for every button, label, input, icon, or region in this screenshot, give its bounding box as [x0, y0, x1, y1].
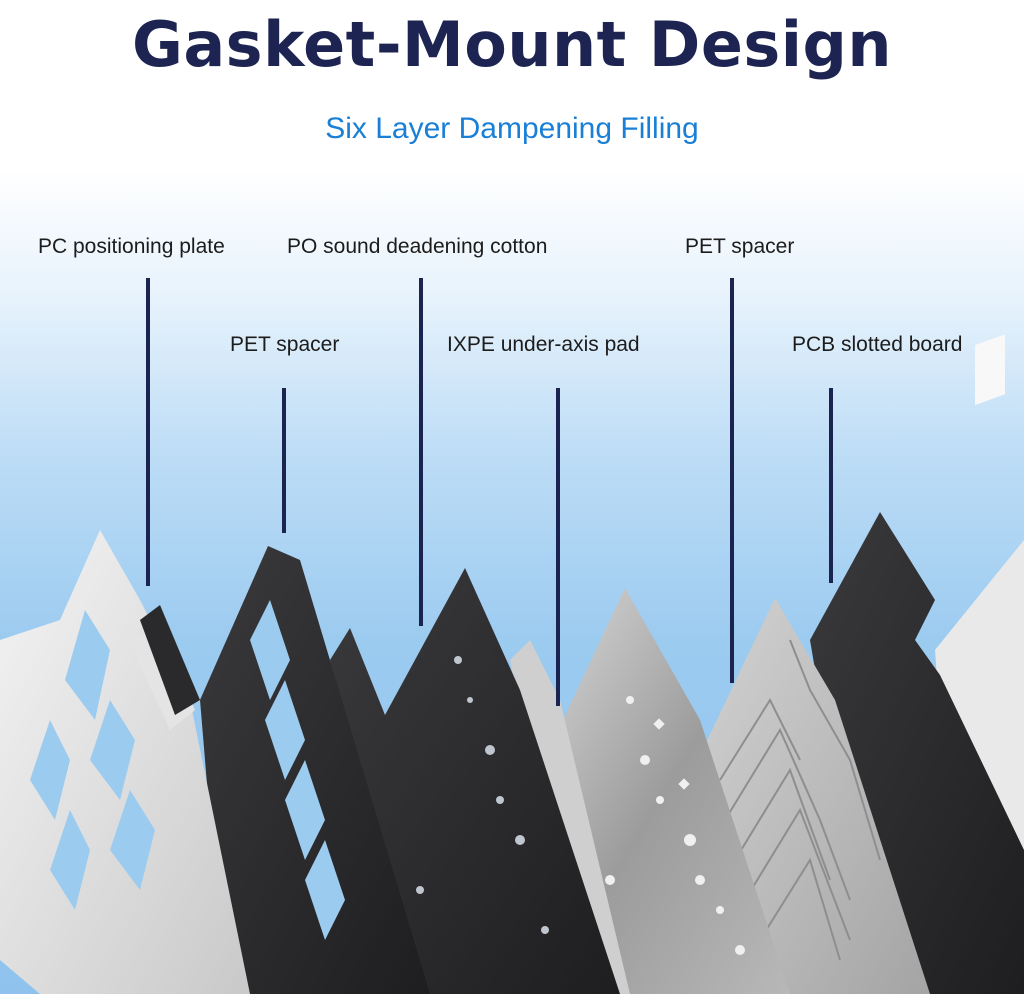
- leader-line-pet-spacer-1: [282, 388, 286, 533]
- cotton-holes: [416, 656, 549, 934]
- leader-line-pc-positioning-plate: [146, 278, 150, 586]
- label-pet-spacer-1: PET spacer: [230, 333, 340, 356]
- cotton-edge: [510, 640, 630, 994]
- label-pcb-slotted-board: PCB slotted board: [792, 333, 963, 356]
- label-pc-positioning-plate: PC positioning plate: [38, 235, 225, 258]
- pet-spacer-1-cutouts: [250, 600, 345, 940]
- page-subtitle: Six Layer Dampening Filling: [325, 112, 699, 145]
- leader-line-pcb-slotted-board: [829, 388, 833, 583]
- pc-plate-cutouts: [30, 610, 155, 910]
- page-title: Gasket-Mount Design: [131, 8, 893, 81]
- po-sound-deadening-cotton-plate: [330, 568, 620, 994]
- dark-bracket: [140, 605, 200, 715]
- label-ixpe-under-axis-pad: IXPE under-axis pad: [447, 333, 640, 356]
- leader-line-po-sound-deadening-cotton: [419, 278, 423, 626]
- leader-line-pet-spacer-2: [730, 278, 734, 683]
- leader-line-ixpe-under-axis-pad: [556, 388, 560, 706]
- pcb-traces: [719, 639, 881, 961]
- label-po-sound-deadening-cotton: PO sound deadening cotton: [287, 235, 548, 258]
- ixpe-holes: [605, 696, 745, 955]
- pet-spacer-2-plate: [705, 598, 930, 994]
- label-pet-spacer-2: PET spacer: [685, 235, 795, 258]
- right-frame-cutout: [975, 334, 1005, 406]
